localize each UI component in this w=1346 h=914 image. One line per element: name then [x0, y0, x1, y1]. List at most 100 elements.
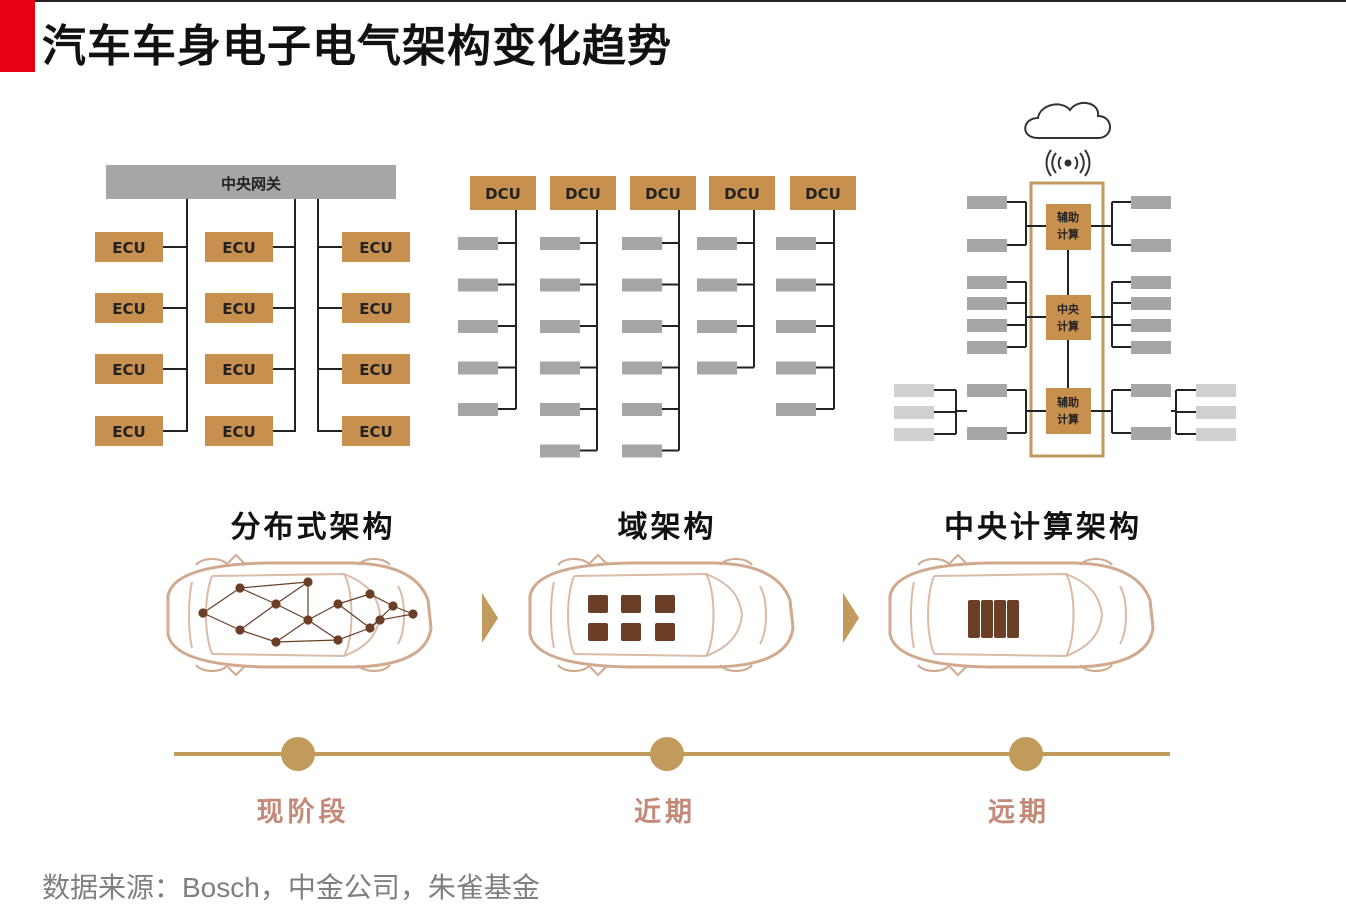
sensor-block — [967, 319, 1007, 332]
ecu-label: ECU — [112, 300, 145, 318]
central-sensors — [894, 196, 1236, 441]
ecu-label: ECU — [222, 361, 255, 379]
domain-bus-lines — [498, 210, 835, 452]
dcu-box — [470, 176, 536, 210]
top-rule — [35, 0, 1346, 2]
phase-label-near: 近期 — [634, 797, 696, 828]
ecu-label: ECU — [112, 239, 145, 257]
ecu-label: ECU — [359, 239, 392, 257]
sensor-block — [776, 403, 816, 416]
ecu-box — [95, 293, 163, 323]
sensor-block — [967, 341, 1007, 354]
timeline-dot-far — [1009, 737, 1043, 771]
car-outline-icon — [528, 553, 795, 677]
ecu-label: ECU — [359, 423, 392, 441]
ecu-box — [205, 416, 273, 446]
ecu-box — [95, 232, 163, 262]
sensor-block — [967, 427, 1007, 440]
ecu-node — [408, 609, 418, 619]
dcu-label: DCU — [805, 185, 841, 203]
central-gateway — [106, 165, 396, 199]
central-compute-label-line2: 计算 — [1057, 319, 1079, 333]
ecu-box — [342, 354, 410, 384]
phase-label-current: 现阶段 — [256, 797, 350, 828]
sensor-block — [458, 403, 498, 416]
sensor-block — [1131, 196, 1171, 209]
arch-title-distributed: 分布式架构 — [230, 510, 396, 545]
sensor-block — [967, 239, 1007, 252]
timeline — [174, 737, 1170, 771]
assist-compute-bottom-label: 辅助 — [1057, 395, 1079, 409]
sensor-block — [458, 320, 498, 333]
ecu-label: ECU — [359, 300, 392, 318]
sensor-block — [967, 196, 1007, 209]
phase-label-far: 远期 — [988, 797, 1050, 828]
car-outline-icon — [888, 553, 1155, 677]
ecu-box — [95, 416, 163, 446]
sensor-block — [697, 361, 737, 375]
ecu-box — [205, 354, 273, 384]
ecu-label: ECU — [112, 361, 145, 379]
ecu-box — [342, 416, 410, 446]
sensor-block — [1131, 276, 1171, 289]
arch-title-domain: 域架构 — [617, 510, 717, 545]
ecu-node — [271, 637, 281, 647]
dcu-label: DCU — [565, 185, 601, 203]
cloud-icon — [1024, 101, 1111, 139]
ecu-node — [333, 635, 343, 645]
sensor-block — [697, 237, 737, 250]
ecu-label: ECU — [222, 423, 255, 441]
sensor-block — [622, 237, 662, 250]
dcu-box — [790, 176, 856, 210]
ecu-node — [388, 601, 398, 611]
sensor-block — [967, 384, 1007, 397]
ecu-node — [235, 583, 245, 593]
dcu-box — [709, 176, 775, 210]
timeline-dot-current — [281, 737, 315, 771]
sensor-block — [540, 278, 580, 292]
assist-compute-top — [1046, 204, 1091, 250]
ecu-node — [303, 615, 313, 625]
ecu-node — [333, 599, 343, 609]
central-architecture: 辅助 计算 中央 计算 辅助 计算 — [894, 101, 1236, 458]
sensor-block — [540, 237, 580, 250]
dcu-box — [550, 176, 616, 210]
sensor-block — [1196, 406, 1236, 419]
title-marker — [0, 0, 35, 72]
dcu-label: DCU — [724, 185, 760, 203]
sensor-block — [622, 320, 662, 333]
assist-compute-top-label: 辅助 — [1057, 210, 1079, 224]
ecu-box — [342, 293, 410, 323]
sensor-block — [1196, 428, 1236, 441]
gateway-bus-lines — [163, 199, 342, 432]
ecu-node — [303, 577, 313, 587]
sensor-block — [540, 320, 580, 333]
sensor-block — [697, 320, 737, 333]
ecu-label: ECU — [222, 239, 255, 257]
sensor-block — [622, 444, 662, 458]
ecu-node — [198, 608, 208, 618]
sensor-block — [1196, 384, 1236, 397]
sensor-block — [622, 278, 662, 292]
sensor-block — [894, 384, 934, 397]
sensor-block — [540, 361, 580, 375]
central-gateway-label: 中央网关 — [221, 175, 281, 193]
ecu-node — [271, 599, 281, 609]
sensor-block — [776, 237, 816, 250]
sensor-block — [894, 428, 934, 441]
sensor-block — [967, 276, 1007, 289]
sensor-block — [1131, 384, 1171, 397]
ecu-label: ECU — [112, 423, 145, 441]
sensor-block — [540, 444, 580, 458]
ecu-label: ECU — [222, 300, 255, 318]
car-central — [888, 553, 1155, 677]
sensor-block — [458, 278, 498, 292]
sensor-block — [540, 403, 580, 416]
central-compute-enclosure — [1029, 181, 1105, 458]
wireless-signal-icon — [1045, 149, 1091, 177]
sensor-block — [697, 278, 737, 292]
